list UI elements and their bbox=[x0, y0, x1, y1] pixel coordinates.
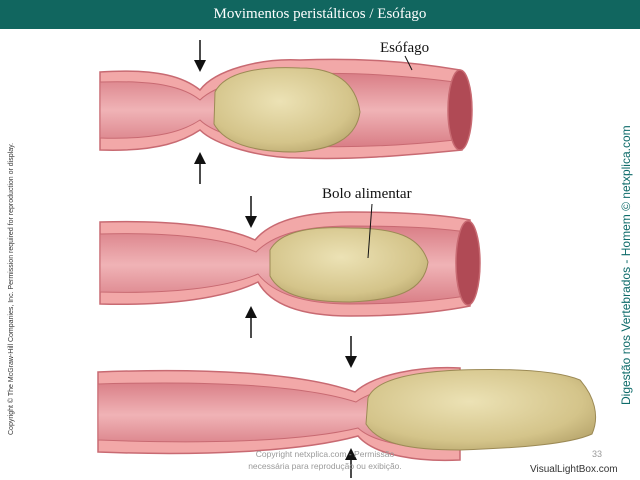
copyright-note-line-1: Copyright netxplica.com - Permissão bbox=[255, 449, 395, 459]
copyright-note: Copyright netxplica.com - Permissão nece… bbox=[230, 448, 420, 472]
tube-opening bbox=[447, 69, 473, 151]
bolus-label: Bolo alimentar bbox=[322, 186, 412, 202]
esophagus-panel-1 bbox=[99, 40, 473, 184]
copyright-note-line-2: necessária para reprodução ou exibição. bbox=[248, 461, 402, 471]
esophagus-panel-2 bbox=[99, 196, 481, 338]
tube-opening bbox=[455, 220, 481, 306]
esophagus-label: Esófago bbox=[380, 40, 430, 56]
page-number: 33 bbox=[592, 449, 603, 459]
watermark: VisualLightBox.com bbox=[530, 464, 618, 475]
slide-title: Movimentos peristálticos / Esófago bbox=[213, 6, 427, 22]
bolus-2 bbox=[269, 227, 429, 303]
esophagus-panel-3 bbox=[97, 336, 596, 478]
bolus-3 bbox=[365, 368, 596, 451]
slide-title-bar: Movimentos peristálticos / Esófago bbox=[0, 0, 640, 29]
esophagus-leader-line bbox=[404, 55, 413, 71]
bolus-1 bbox=[213, 67, 361, 153]
bolus-leader-line bbox=[367, 203, 373, 259]
